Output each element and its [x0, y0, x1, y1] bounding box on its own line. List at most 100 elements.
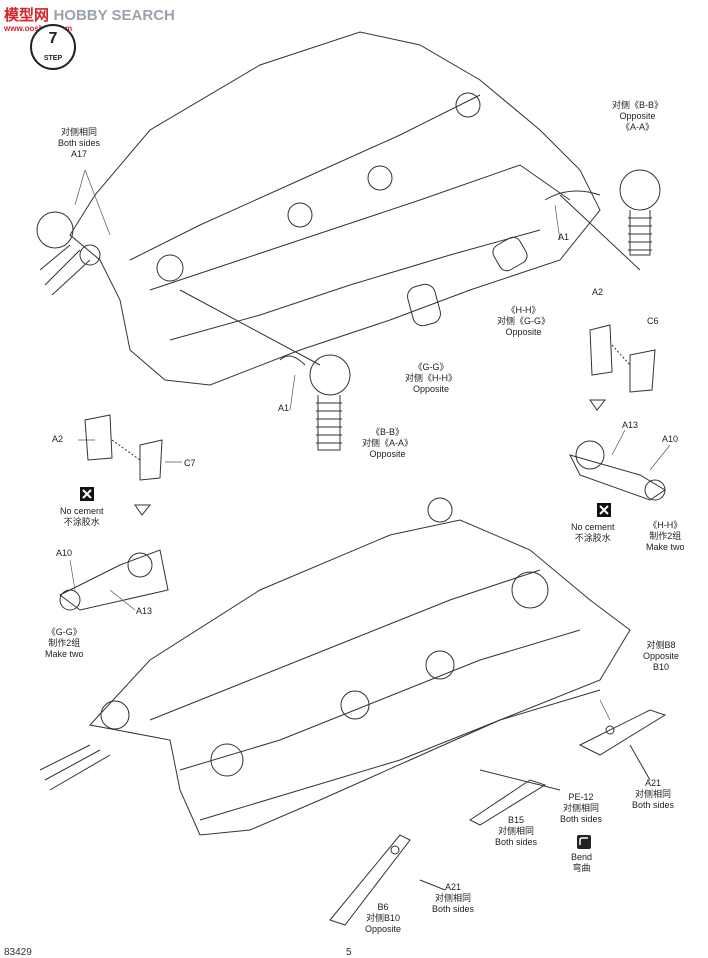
a2-bracket-left — [84, 414, 113, 461]
label-hh-opp: Opposite — [505, 327, 542, 337]
lower-hub-5 — [100, 700, 130, 730]
label-a17-group: 对侧相同 Both sides A17 — [58, 127, 100, 160]
label-gg-code: 《G-G》 — [413, 362, 449, 372]
label-nocement-right-cn: 不涂胶水 — [574, 533, 611, 543]
pe12-leader — [479, 769, 561, 791]
upper-hub-6 — [79, 244, 101, 266]
label-b6-cn: 对侧B10 — [366, 913, 401, 923]
upper-track-bars — [39, 244, 91, 296]
lower-hull-floor — [199, 689, 601, 821]
footer-page: 5 — [346, 947, 352, 958]
label-bb-mid-code: 《B-B》 — [371, 427, 405, 437]
lower-hub-3 — [425, 650, 455, 680]
label-gg-group: 《G-G》 对侧《H-H》 Opposite — [405, 362, 457, 395]
label-c6: C6 — [647, 316, 659, 326]
no-cement-icon-left — [80, 487, 94, 501]
fender-b8 — [578, 709, 667, 756]
label-a21-bottom-part: A21 — [445, 882, 462, 892]
c7-left — [139, 439, 163, 481]
lower-hub-1 — [210, 743, 244, 777]
label-bb-mid-cn: 对侧《A-A》 — [362, 438, 414, 448]
label-nocement-right-en: No cement — [571, 522, 615, 532]
label-b15-part: B15 — [508, 815, 525, 825]
arrow-right-down — [589, 399, 607, 411]
label-pe12-cn: 对侧相同 — [563, 803, 600, 813]
part-gg — [407, 283, 441, 327]
label-pe12-part: PE-12 — [568, 792, 594, 802]
label-gg2-cn: 制作2组 — [48, 638, 81, 648]
label-a2-right: A2 — [592, 287, 604, 297]
mid-arm — [279, 355, 306, 366]
label-a21-right-cn: 对侧相同 — [635, 789, 672, 799]
label-pe12-group: PE-12 对侧相同 Both sides — [560, 792, 602, 825]
label-a17-part: A17 — [71, 149, 88, 159]
label-a10-left: A10 — [56, 548, 73, 558]
part-hh — [492, 236, 528, 272]
label-a21-bottom-group: A21 对侧相同 Both sides — [432, 882, 474, 915]
label-b8-group: 对侧B8 Opposite B10 — [643, 640, 679, 673]
label-nocement-left: No cement 不涂胶水 — [60, 506, 104, 528]
label-b8-opp: Opposite — [643, 651, 680, 661]
lower-left-track-bars — [39, 744, 111, 791]
a21-right-leader — [629, 744, 651, 781]
label-bb-mid-opp: Opposite — [369, 449, 406, 459]
upper-hub-4 — [455, 92, 481, 118]
label-bend-en: Bend — [571, 852, 593, 862]
mid-suspension — [309, 354, 351, 396]
no-cement-icon-right — [597, 503, 611, 517]
label-a2-left: A2 — [52, 434, 64, 444]
label-bend-group: Bend 弯曲 — [571, 852, 592, 874]
upper-hull-outline — [69, 31, 601, 386]
label-gg2-code: 《G-G》 — [46, 627, 82, 637]
c6-right — [629, 349, 656, 393]
label-gg-opp: Opposite — [412, 384, 450, 394]
fender-b6 — [329, 834, 411, 926]
upper-hull-floor — [169, 229, 541, 341]
step-label: STEP — [43, 55, 63, 62]
right-subassembly — [569, 454, 666, 501]
axle-line — [179, 289, 321, 366]
label-c7: C7 — [184, 458, 196, 468]
upper-right-leader — [559, 194, 641, 271]
label-hh2-code: 《H-H》 — [648, 520, 683, 530]
bend-icon — [577, 835, 591, 849]
lower-hub-4 — [511, 571, 549, 609]
upper-right-spring — [629, 210, 651, 256]
label-b6-group: B6 对侧B10 Opposite — [365, 902, 401, 935]
fender-b15 — [469, 779, 547, 826]
label-b6-opp: Opposite — [365, 924, 402, 934]
label-a10-right: A10 — [662, 434, 679, 444]
label-pe12-en: Both sides — [560, 814, 603, 824]
label-hh2-group: 《H-H》 制作2组 Make two — [646, 520, 685, 553]
label-a21-right-part: A21 — [645, 778, 662, 788]
watermark-brand: 模型网 — [4, 7, 50, 24]
label-nocement-left-en: No cement — [60, 506, 104, 516]
label-a21-right-group: A21 对侧相同 Both sides — [632, 778, 674, 811]
label-gg-cn: 对侧《H-H》 — [405, 373, 457, 383]
arrow-left-down — [134, 504, 152, 516]
upper-hull-side — [149, 164, 571, 291]
label-nocement-left-cn: 不涂胶水 — [63, 517, 100, 527]
label-bb-top-opp: Opposite — [619, 111, 656, 121]
lower-hull-side — [179, 629, 581, 771]
upper-right-arm — [544, 190, 601, 201]
label-bb-top-cn: 对侧 — [612, 100, 631, 110]
label-a1-mid: A1 — [278, 403, 290, 413]
label-gg2-group: 《G-G》 制作2组 Make two — [45, 627, 84, 660]
label-b6-part: B6 — [377, 902, 389, 912]
upper-right-suspension — [619, 169, 661, 211]
label-b15-group: B15 对侧相同 Both sides — [495, 815, 537, 848]
a2-bracket-right — [589, 324, 613, 376]
label-hh2-en: Make two — [646, 542, 685, 552]
lower-hull-outline — [89, 519, 631, 836]
label-a17-cn: 对侧相同 — [61, 127, 98, 137]
lower-hub-2 — [340, 690, 370, 720]
label-a13-right: A13 — [622, 420, 639, 430]
label-bb-top-code: 《B-B》 — [630, 100, 664, 110]
label-b15-en: Both sides — [495, 837, 538, 847]
lower-hub-6 — [427, 497, 453, 523]
left-subassembly — [59, 549, 169, 611]
label-a21-bottom-en: Both sides — [432, 904, 475, 914]
upper-hub-2 — [287, 202, 313, 228]
